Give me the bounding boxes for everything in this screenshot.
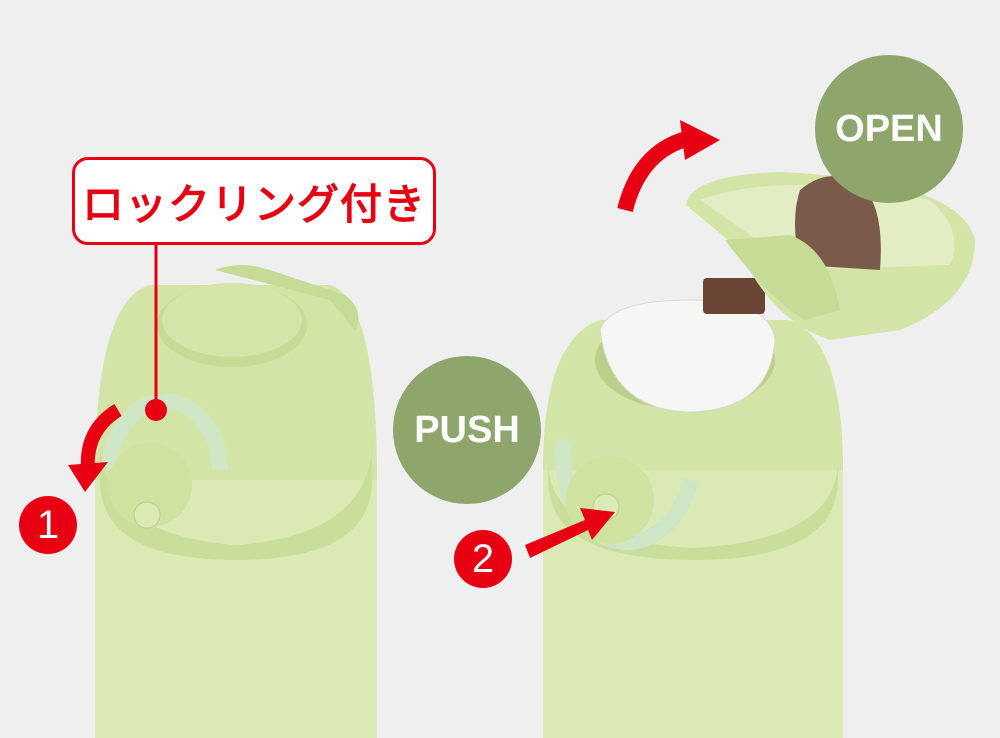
step-2-marker: 2 [454, 530, 512, 588]
lock-tab [703, 278, 765, 314]
open-badge: OPEN [815, 55, 963, 203]
open-lid-seal [795, 176, 881, 270]
push-arrow-icon [525, 508, 615, 558]
push-badge: PUSH [393, 356, 541, 504]
rotate-arrow-icon [80, 404, 122, 471]
callout-dot [145, 399, 167, 421]
open-arrow-icon [617, 130, 693, 213]
right-bottle [543, 172, 975, 738]
step-1-marker: 1 [19, 496, 77, 554]
left-bottle [95, 265, 377, 738]
lock-ring-callout: ロックリング付き [72, 157, 436, 245]
